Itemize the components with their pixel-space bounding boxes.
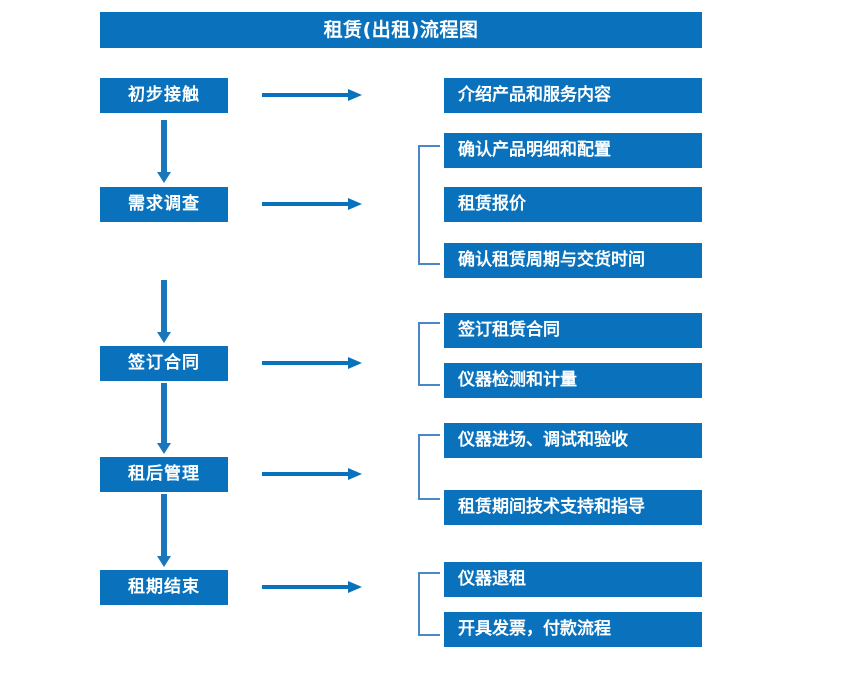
- group-bracket-demand-survey: [418, 145, 440, 265]
- horizontal-arrow-stage-4: [262, 466, 362, 482]
- detail-box-instrument-return[interactable]: 仪器退租: [444, 562, 702, 597]
- arrow-shaft: [262, 93, 350, 97]
- detail-box-label: 确认租赁周期与交货时间: [458, 250, 645, 270]
- stage-box-label: 租后管理: [128, 464, 200, 484]
- arrow-shaft: [161, 383, 167, 443]
- stage-box-demand-survey[interactable]: 需求调查: [100, 187, 228, 222]
- stage-box-label: 租期结束: [128, 577, 200, 597]
- stage-box-initial-contact[interactable]: 初步接触: [100, 78, 228, 113]
- stage-box-label: 需求调查: [128, 194, 200, 214]
- vertical-arrow-1-to-2: [156, 120, 172, 184]
- arrow-shaft: [262, 472, 350, 476]
- detail-box-label: 介绍产品和服务内容: [458, 85, 611, 105]
- arrow-shaft: [161, 494, 167, 556]
- detail-box-confirm-period-delivery[interactable]: 确认租赁周期与交货时间: [444, 243, 702, 278]
- arrow-head-icon: [157, 443, 171, 454]
- stage-box-sign-contract[interactable]: 签订合同: [100, 346, 228, 381]
- detail-box-label: 签订租赁合同: [458, 320, 560, 340]
- detail-box-technical-support[interactable]: 租赁期间技术支持和指导: [444, 490, 702, 525]
- detail-box-confirm-product-spec[interactable]: 确认产品明细和配置: [444, 133, 702, 168]
- stage-box-label: 初步接触: [128, 85, 200, 105]
- detail-box-label: 租赁期间技术支持和指导: [458, 497, 645, 517]
- detail-box-label: 仪器检测和计量: [458, 370, 577, 390]
- arrow-head-icon: [348, 198, 362, 210]
- arrow-head-icon: [348, 89, 362, 101]
- vertical-arrow-4-to-5: [156, 494, 172, 568]
- detail-box-label: 仪器进场、调试和验收: [458, 430, 628, 450]
- detail-box-label: 确认产品明细和配置: [458, 140, 611, 160]
- group-bracket-post-rental: [418, 434, 440, 500]
- detail-box-introduce-products[interactable]: 介绍产品和服务内容: [444, 78, 702, 113]
- detail-box-instrument-entry-commission[interactable]: 仪器进场、调试和验收: [444, 423, 702, 458]
- stage-box-rental-end[interactable]: 租期结束: [100, 570, 228, 605]
- vertical-arrow-2-to-3: [156, 280, 172, 344]
- detail-box-label: 租赁报价: [458, 194, 526, 214]
- arrow-head-icon: [348, 581, 362, 593]
- horizontal-arrow-stage-5: [262, 579, 362, 595]
- arrow-head-icon: [157, 556, 171, 567]
- detail-box-invoice-payment[interactable]: 开具发票，付款流程: [444, 612, 702, 647]
- arrow-head-icon: [348, 468, 362, 480]
- arrow-shaft: [262, 361, 350, 365]
- detail-box-label: 开具发票，付款流程: [458, 619, 611, 639]
- arrow-head-icon: [348, 357, 362, 369]
- horizontal-arrow-stage-1: [262, 87, 362, 103]
- vertical-arrow-3-to-4: [156, 383, 172, 455]
- arrow-shaft: [161, 120, 167, 172]
- group-bracket-rental-end: [418, 572, 440, 636]
- arrow-shaft: [161, 280, 167, 332]
- page-title: 租赁(出租)流程图: [323, 18, 479, 41]
- arrow-head-icon: [157, 332, 171, 343]
- diagram-title-banner: 租赁(出租)流程图: [100, 12, 702, 48]
- detail-box-sign-rental-contract[interactable]: 签订租赁合同: [444, 313, 702, 348]
- detail-box-label: 仪器退租: [458, 569, 526, 589]
- stage-box-label: 签订合同: [128, 353, 200, 373]
- detail-box-rental-quotation[interactable]: 租赁报价: [444, 187, 702, 222]
- horizontal-arrow-stage-3: [262, 355, 362, 371]
- arrow-shaft: [262, 202, 350, 206]
- arrow-head-icon: [157, 172, 171, 183]
- arrow-shaft: [262, 585, 350, 589]
- group-bracket-sign-contract: [418, 322, 440, 386]
- horizontal-arrow-stage-2: [262, 196, 362, 212]
- stage-box-post-rental-management[interactable]: 租后管理: [100, 457, 228, 492]
- detail-box-instrument-inspection[interactable]: 仪器检测和计量: [444, 363, 702, 398]
